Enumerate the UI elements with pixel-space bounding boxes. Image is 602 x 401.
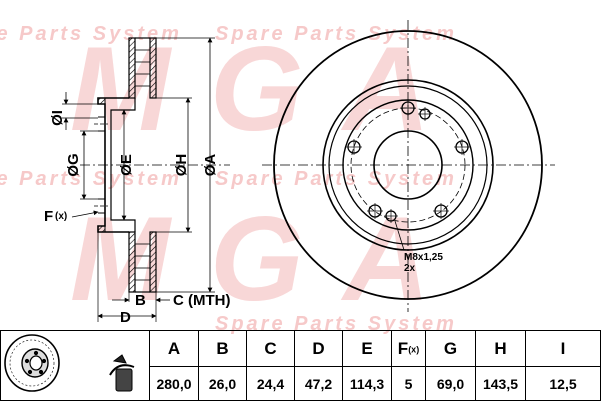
dim-label-F-sub: (x) (55, 211, 67, 222)
dim-label-C: C (MTH) (173, 292, 230, 309)
disc-thumbnail-icon (3, 334, 134, 392)
table-header-D: D (294, 329, 343, 368)
table-value-A: 280,0 (149, 366, 199, 401)
table-value-E: 114,3 (342, 366, 392, 401)
table-header-G: G (425, 329, 476, 368)
thread-note: M8x1,25 2x (404, 252, 443, 274)
caliper-icon (108, 354, 134, 392)
table-value-F: 5 (391, 366, 426, 401)
dim-label-D: D (120, 309, 131, 326)
dim-label-B: B (135, 292, 146, 309)
table-value-G: 69,0 (425, 366, 476, 401)
table-value-I: 12,5 (525, 366, 601, 401)
table-value-H: 143,5 (475, 366, 526, 401)
dim-label-G: ØG (65, 153, 82, 176)
disc-front-view (262, 20, 555, 312)
table-value-B: 26,0 (198, 366, 247, 401)
dim-label-I: ØI (49, 110, 66, 126)
dimension-labels: ØI ØG ØE ØH ØA F (x) B C (MTH) D (44, 110, 230, 326)
dim-label-A: ØA (202, 154, 219, 177)
dim-label-E: ØE (118, 154, 135, 176)
product-icons-cell (0, 330, 150, 401)
table-header-A: A (149, 329, 199, 368)
dim-label-H: ØH (173, 154, 190, 177)
watermark-tagline: Spare Parts System (215, 23, 457, 45)
watermark-tagline: Spare Parts System (215, 313, 457, 335)
watermark-tagline: Spare Parts System (215, 168, 457, 190)
watermark: MGA MGA Spare Parts System Spare Parts S… (0, 22, 457, 335)
table-value-C: 24,4 (246, 366, 295, 401)
table-header-H: H (475, 329, 526, 368)
table-header-F: F(x) (391, 329, 426, 368)
disc-side-section (62, 37, 230, 322)
thread-note-line1: M8x1,25 (404, 252, 443, 263)
table-header-C: C (246, 329, 295, 368)
table-header-I: I (525, 329, 601, 368)
table-header-B: B (198, 329, 247, 368)
spec-table: A B C D E F(x) G H I 280,0 26,0 24,4 47,… (0, 329, 601, 401)
watermark-tagline: Spare Parts System (0, 168, 182, 190)
table-value-D: 47,2 (294, 366, 343, 401)
thread-note-line2: 2x (404, 263, 416, 274)
table-header-E: E (342, 329, 392, 368)
dim-label-F: F (44, 208, 53, 225)
table-header-F-sub: (x) (408, 344, 420, 355)
